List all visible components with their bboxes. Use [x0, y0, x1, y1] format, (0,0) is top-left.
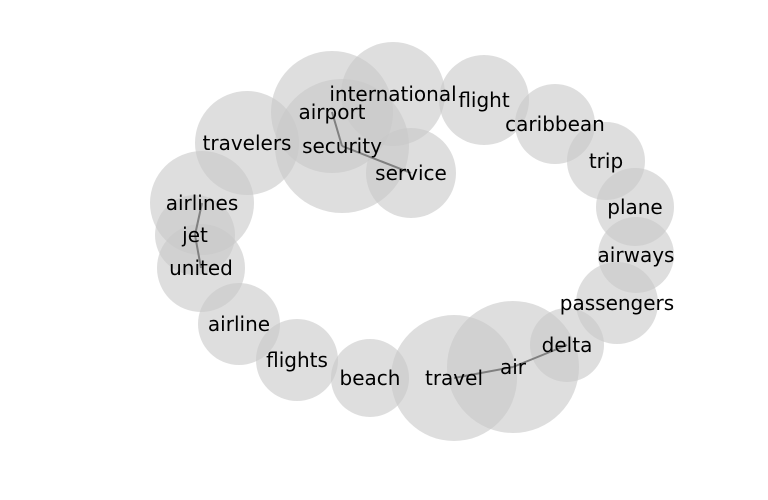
edge-security-service	[341, 145, 412, 174]
word-label-travelers: travelers	[203, 131, 292, 155]
word-label-security: security	[302, 134, 382, 158]
word-label-caribbean: caribbean	[505, 112, 605, 136]
word-label-united: united	[169, 256, 233, 280]
edge-jet-united	[194, 234, 202, 269]
bubble-travelers	[195, 91, 299, 195]
word-label-plane: plane	[607, 195, 663, 219]
word-label-airline: airline	[208, 312, 270, 336]
word-label-travel: travel	[425, 366, 483, 390]
word-label-jet: jet	[181, 223, 208, 247]
word-label-passengers: passengers	[560, 291, 674, 315]
word-label-flight: flight	[458, 88, 510, 112]
word-label-trip: trip	[589, 149, 623, 173]
edge-air-delta	[512, 344, 568, 368]
word-label-beach: beach	[340, 366, 401, 390]
edge-travel-air	[453, 366, 514, 379]
word-label-flights: flights	[266, 348, 328, 372]
edge-layer	[194, 111, 568, 379]
word-label-delta: delta	[542, 333, 593, 357]
edge-airport-security	[331, 111, 343, 147]
word-label-airways: airways	[598, 243, 675, 267]
word-label-airport: airport	[298, 100, 365, 124]
word-label-international: international	[329, 82, 456, 106]
edge-airlines-jet	[194, 202, 203, 236]
bubble-beach	[331, 339, 409, 417]
bubble-flight	[439, 55, 529, 145]
word-label-service: service	[375, 161, 447, 185]
word-label-air: air	[500, 355, 527, 379]
word-label-airlines: airlines	[166, 191, 239, 215]
